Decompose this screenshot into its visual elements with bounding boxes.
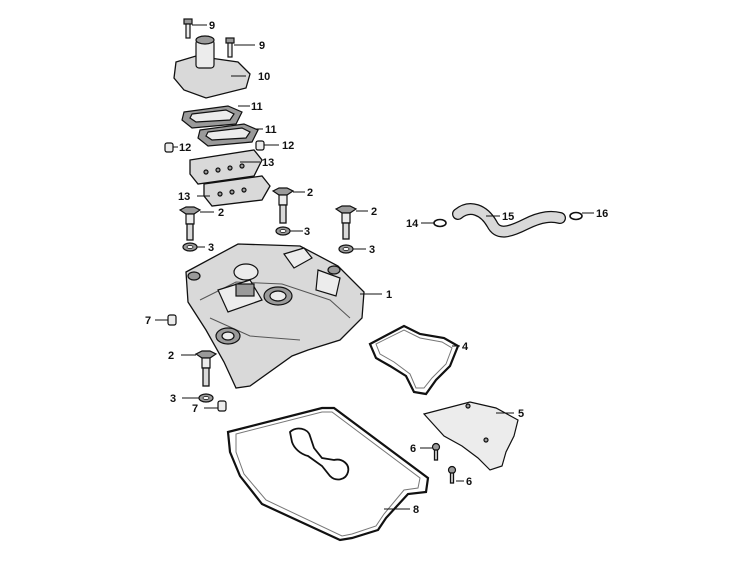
- callout-11b: 11: [265, 124, 277, 136]
- part-12-dowel-right: [255, 140, 265, 151]
- callout-7b: 7: [192, 403, 198, 415]
- callout-9b: 9: [259, 40, 265, 52]
- part-3-washer-b: [275, 226, 291, 236]
- part-11-gasket-lower: [197, 123, 259, 147]
- callout-11a: 11: [251, 101, 263, 113]
- callout-3d: 3: [170, 393, 176, 405]
- callout-6a: 6: [410, 443, 416, 455]
- callout-12b: 12: [282, 140, 294, 152]
- part-4-gasket: [368, 324, 460, 396]
- part-15-breather-hose: [452, 203, 566, 238]
- callout-8: 8: [413, 504, 419, 516]
- callout-12a: 12: [179, 142, 191, 154]
- part-3-washer-a: [182, 242, 198, 252]
- callout-2d: 2: [168, 350, 174, 362]
- part-12-dowel-left: [164, 142, 174, 153]
- part-13-plate-lower: [203, 175, 271, 207]
- part-9-bolt-right: [225, 37, 235, 58]
- part-14-hose-clip: [433, 218, 447, 228]
- callout-7a: 7: [145, 315, 151, 327]
- part-9-bolt-left: [183, 18, 193, 39]
- callout-14: 14: [406, 218, 419, 230]
- callout-numbers: 9 9 10 11 11 12 12 13 13 2 2 2 2 3 3 3 3…: [145, 20, 608, 516]
- part-10-breather-cover: [173, 35, 251, 99]
- callout-2c: 2: [371, 206, 377, 218]
- part-7-dowel-left: [167, 314, 177, 326]
- part-3-washer-c: [338, 244, 354, 254]
- part-7-dowel-lower: [217, 400, 227, 412]
- callout-6b: 6: [466, 476, 472, 488]
- callout-3b: 3: [304, 226, 310, 238]
- callout-13b: 13: [178, 191, 190, 203]
- part-16-hose-clip: [569, 211, 583, 221]
- callout-4: 4: [462, 341, 469, 353]
- callout-3a: 3: [208, 242, 214, 254]
- callout-10: 10: [258, 71, 270, 83]
- callout-13a: 13: [262, 157, 274, 169]
- callout-9a: 9: [209, 20, 215, 32]
- callout-2a: 2: [218, 207, 224, 219]
- part-8-cover-gasket: [226, 406, 430, 542]
- part-6-screw-lower: [447, 465, 457, 484]
- part-1-cylinder-head-cover: [185, 243, 365, 389]
- callout-1: 1: [386, 289, 392, 301]
- callout-15: 15: [502, 211, 514, 223]
- part-2-bolt-b: [271, 187, 295, 224]
- part-11-gasket-upper: [181, 105, 243, 129]
- part-6-screw-upper: [431, 442, 441, 461]
- part-2-bolt-d: [194, 350, 218, 387]
- callout-5: 5: [518, 408, 524, 420]
- callout-3c: 3: [369, 244, 375, 256]
- part-2-bolt-c: [334, 205, 358, 240]
- leader-lines: [155, 24, 594, 510]
- part-3-washer-d: [198, 393, 214, 403]
- callout-16: 16: [596, 208, 608, 220]
- part-5-cover-plate: [422, 401, 519, 471]
- part-13-plate-upper: [189, 149, 263, 185]
- callout-2b: 2: [307, 187, 313, 199]
- part-2-bolt-a: [178, 206, 202, 241]
